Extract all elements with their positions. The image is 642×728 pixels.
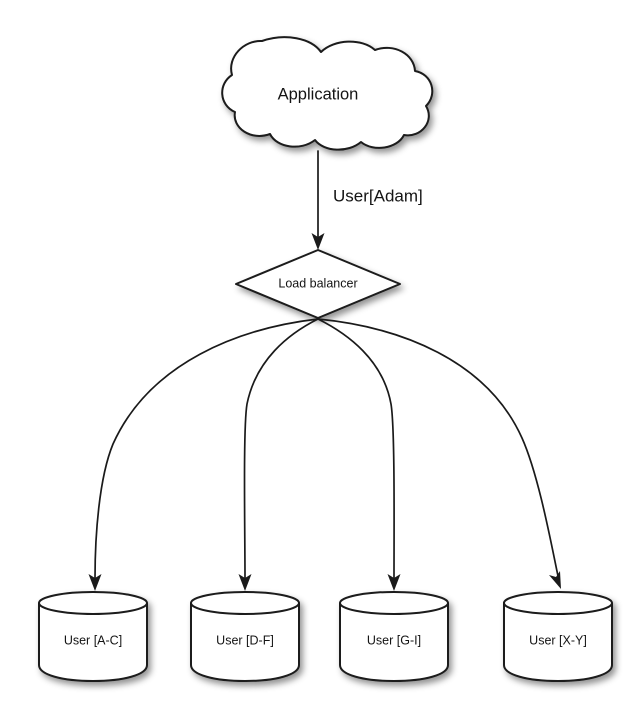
edge-balancer-to-db-2[interactable] [238, 318, 319, 591]
arrow-head-icon [311, 233, 325, 250]
database-label: User [G-I] [367, 633, 421, 647]
node-application-cloud[interactable]: Application [221, 36, 434, 151]
arrow-head-icon [387, 574, 401, 591]
edge-curve-1 [94, 318, 319, 579]
node-load-balancer-diamond[interactable]: Load balancer [235, 249, 401, 319]
edge-balancer-to-db-4[interactable] [317, 318, 561, 589]
edge-curve-2 [243, 318, 319, 579]
edge-balancer-to-db-3[interactable] [317, 318, 401, 591]
arrow-head-icon [88, 574, 102, 591]
cylinder-top-ellipse [339, 591, 449, 615]
cylinder-body-shape [38, 602, 148, 682]
arrow-head-icon [549, 571, 561, 589]
database-label: User [X-Y] [529, 633, 587, 647]
edge-balancer-to-db-1[interactable] [88, 318, 319, 591]
edge-application-to-balancer[interactable]: User[Adam] [311, 150, 423, 250]
cloud-label: Application [278, 85, 359, 103]
node-database-3[interactable]: User [G-I] [339, 591, 449, 682]
diamond-label: Load balancer [278, 276, 357, 290]
cylinder-top-ellipse [503, 591, 613, 615]
database-label: User [D-F] [216, 633, 274, 647]
cloud-shape [221, 36, 434, 151]
diamond-shape [235, 249, 401, 319]
cylinder-top-ellipse [38, 591, 148, 615]
node-database-2[interactable]: User [D-F] [190, 591, 300, 682]
arrow-head-icon [238, 574, 252, 591]
node-database-4[interactable]: User [X-Y] [503, 591, 613, 682]
cylinder-body-shape [190, 602, 300, 682]
cylinder-top-ellipse [190, 591, 300, 615]
database-label: User [A-C] [64, 633, 122, 647]
edge-curve-4 [317, 318, 559, 577]
edge-label-user-adam: User[Adam] [333, 186, 423, 205]
edge-curve-3 [317, 318, 395, 579]
cylinder-body-shape [339, 602, 449, 682]
cylinder-body-shape [503, 602, 613, 682]
node-database-1[interactable]: User [A-C] [38, 591, 148, 682]
